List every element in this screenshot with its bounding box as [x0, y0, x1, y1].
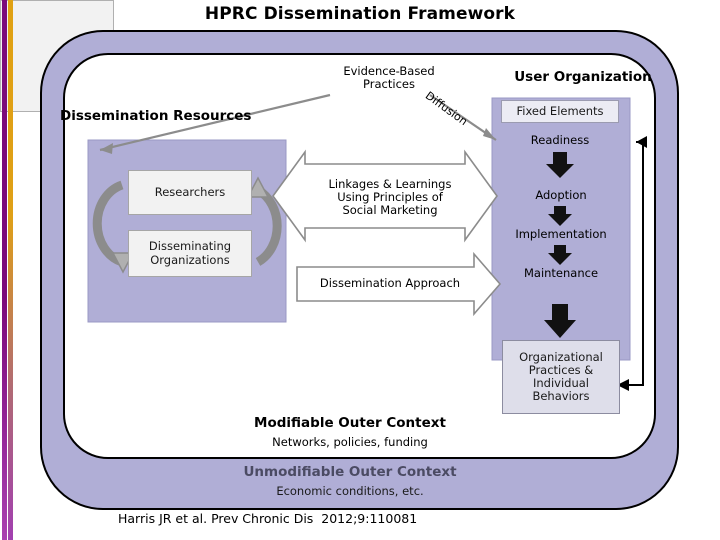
modifiable-outer-context-subtitle: Networks, policies, funding: [272, 435, 428, 449]
unmodifiable-outer-context-title: Unmodifiable Outer Context: [243, 464, 457, 480]
stage-flow-arrows: [544, 152, 576, 338]
arrow-maintenance-to-outcomes: [544, 304, 576, 338]
diffusion-arrow: [429, 94, 497, 141]
modifiable-outer-context-title: Modifiable Outer Context: [254, 415, 446, 431]
disseminating-organizations-box: Disseminating Organizations: [128, 230, 252, 277]
arrow-implementation-to-maintenance: [548, 245, 572, 265]
adoption-label: Adoption: [535, 188, 587, 202]
organizational-practices-box: Organizational Practices & Individual Be…: [502, 340, 620, 414]
dissemination-approach-arrow: [296, 251, 502, 317]
unmodifiable-outer-context-subtitle: Economic conditions, etc.: [276, 484, 424, 498]
maintenance-label: Maintenance: [523, 266, 599, 280]
dissemination-resources-heading: Dissemination Resources: [60, 108, 252, 124]
citation-text: Harris JR et al. Prev Chronic Dis 2012;9…: [118, 511, 418, 526]
circular-arrow-head-up: [246, 176, 270, 198]
arrow-readiness-to-adoption: [546, 152, 574, 178]
arrow-adoption-to-implementation: [548, 206, 572, 226]
feedback-arrow-head-left-bottom: [617, 379, 629, 391]
researchers-box: Researchers: [128, 170, 252, 215]
evidence-practices-inflow-arrow: [99, 93, 331, 154]
page-title: HPRC Dissemination Framework: [204, 4, 516, 24]
implementation-label: Implementation: [515, 227, 607, 241]
edge-bar-gold: [8, 0, 13, 540]
evidence-based-practices-label: Evidence-Based Practices: [343, 64, 435, 91]
linkages-double-chevron: [272, 149, 498, 243]
user-organization-heading: User Organization: [514, 69, 652, 85]
feedback-arrow-head-left-top: [636, 136, 647, 148]
edge-bar-purple: [2, 0, 7, 540]
linkages-and-learnings-label: Linkages & Learnings Using Principles of…: [328, 177, 452, 217]
feedback-arrow-icon: [623, 141, 644, 386]
dissemination-approach-label: Dissemination Approach: [319, 276, 461, 290]
readiness-label: Readiness: [530, 133, 590, 147]
fixed-elements-box: Fixed Elements: [501, 100, 619, 123]
